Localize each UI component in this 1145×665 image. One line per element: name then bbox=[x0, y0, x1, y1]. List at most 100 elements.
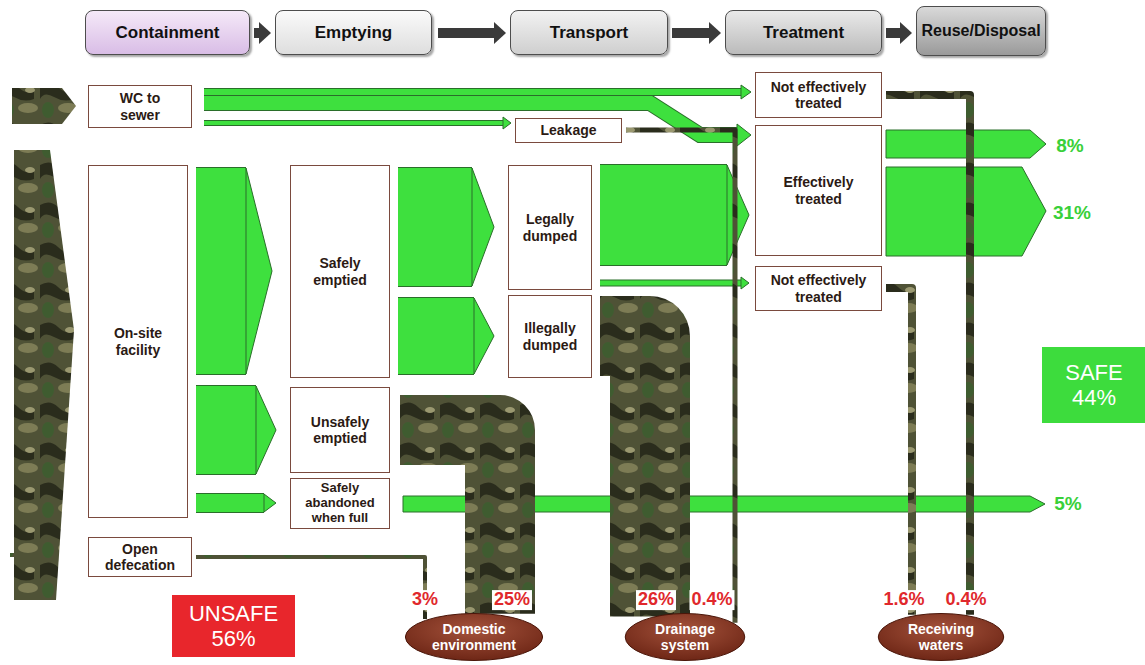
unsafe-flow bbox=[886, 95, 970, 615]
node-text: Not effectively treated bbox=[764, 272, 873, 304]
outcome-oval: Domestic environment bbox=[404, 612, 544, 662]
flow-body bbox=[886, 288, 912, 615]
unsafe-flow bbox=[400, 430, 500, 614]
flow-body bbox=[600, 165, 727, 265]
arrow-head bbox=[503, 117, 511, 129]
node-text: Reuse/Disposal bbox=[921, 22, 1040, 40]
arrow-head bbox=[741, 277, 749, 289]
process-box: Unsafely emptied bbox=[290, 387, 390, 473]
process-box: Leakage bbox=[515, 118, 622, 143]
flow-body bbox=[204, 121, 503, 125]
node-text: Effectively treated bbox=[766, 174, 871, 206]
safe-flow-arrow bbox=[398, 298, 494, 374]
percentage-label: 5% bbox=[1052, 494, 1083, 515]
flow-body bbox=[196, 386, 256, 474]
arrow-head bbox=[474, 298, 494, 374]
percentage-label: 0.4% bbox=[943, 590, 988, 610]
onsite-inflow-band bbox=[14, 150, 74, 600]
flow-body bbox=[400, 430, 500, 614]
unsafe-total-box: UNSAFE 56% bbox=[172, 595, 295, 657]
percentage-label: 0.4% bbox=[689, 590, 734, 610]
stage-arrow bbox=[886, 22, 912, 44]
unsafe-flow bbox=[600, 336, 650, 617]
arrow-head bbox=[494, 22, 506, 44]
flow-outline bbox=[196, 385, 256, 475]
arrow-body bbox=[672, 28, 709, 38]
flow-outline bbox=[600, 280, 741, 287]
outcome-oval: Receiving waters bbox=[877, 612, 1005, 662]
node-text: Treatment bbox=[763, 23, 844, 43]
safe-flow-arrow bbox=[196, 386, 276, 474]
arrow-head bbox=[727, 165, 749, 265]
flow-body bbox=[398, 298, 474, 374]
flow-body bbox=[204, 89, 741, 95]
percentage-label: 8% bbox=[1054, 136, 1085, 157]
oval-shape bbox=[878, 614, 1003, 661]
node-text: UNSAFE 56% bbox=[184, 601, 283, 652]
node-text: Illegally dumped bbox=[513, 320, 587, 352]
flow-body bbox=[886, 95, 970, 615]
node-text: Not effectively treated bbox=[764, 79, 873, 111]
node-text: Safely emptied bbox=[299, 255, 381, 287]
process-box: Legally dumped bbox=[508, 165, 592, 290]
node-text: Open defecation bbox=[93, 541, 187, 573]
process-box: Open defecation bbox=[88, 537, 192, 577]
safe-flow-arrow bbox=[204, 103, 751, 146]
arrow-head bbox=[472, 168, 494, 286]
safe-total-box: SAFE 44% bbox=[1042, 347, 1145, 423]
node-text: Containment bbox=[116, 23, 220, 43]
process-box: Safely emptied bbox=[290, 165, 390, 378]
arrow-head bbox=[256, 386, 276, 474]
percentage-label: 31% bbox=[1051, 203, 1093, 224]
flow-body bbox=[626, 130, 735, 623]
flow-outline bbox=[398, 297, 474, 375]
flow-body bbox=[600, 281, 741, 286]
arrow-body bbox=[438, 28, 494, 38]
flow-body bbox=[196, 494, 264, 512]
stage-header: Transport bbox=[510, 10, 668, 55]
flow-outline bbox=[204, 120, 503, 126]
flow-outline bbox=[600, 164, 727, 266]
stage-arrow bbox=[672, 22, 721, 44]
stage-header: Treatment bbox=[725, 10, 882, 55]
process-box: WC to sewer bbox=[88, 85, 192, 128]
flow-body bbox=[398, 168, 472, 286]
stage-arrow bbox=[254, 22, 271, 44]
node-text: Leakage bbox=[540, 122, 596, 138]
arrow-head bbox=[741, 85, 751, 99]
node-text: WC to sewer bbox=[103, 90, 177, 122]
node-text: Emptying bbox=[315, 23, 392, 43]
flow-body bbox=[196, 168, 246, 374]
node-text: Domestic environment bbox=[418, 621, 530, 653]
process-box: Not effectively treated bbox=[755, 72, 882, 118]
node-text: Receiving waters bbox=[891, 621, 991, 653]
flow-outline bbox=[204, 88, 741, 96]
node-text: On-site facility bbox=[95, 325, 181, 357]
arrow-head bbox=[246, 168, 272, 374]
percentage-label: 1.6% bbox=[881, 590, 926, 610]
unsafe-flow bbox=[626, 130, 735, 623]
percentage-label: 3% bbox=[410, 590, 440, 610]
arrow-head bbox=[259, 22, 271, 44]
percentage-label: 25% bbox=[492, 590, 532, 610]
node-text: Drainage system bbox=[638, 621, 732, 653]
arrow-body bbox=[886, 28, 900, 38]
process-box: Illegally dumped bbox=[508, 295, 592, 378]
node-text: Unsafely emptied bbox=[299, 414, 381, 446]
node-text: Legally dumped bbox=[513, 211, 587, 243]
outcome-oval: Drainage system bbox=[624, 612, 746, 662]
arrow-head bbox=[264, 494, 276, 512]
flow-outline bbox=[398, 167, 472, 287]
process-box: On-site facility bbox=[88, 165, 188, 518]
sewer-inflow-arrow bbox=[12, 88, 76, 124]
oval-shape bbox=[405, 614, 542, 661]
arrow-body bbox=[254, 28, 259, 38]
stage-header: Reuse/Disposal bbox=[916, 6, 1046, 56]
node-text: Transport bbox=[550, 23, 628, 43]
arrow-head bbox=[900, 22, 912, 44]
safe-flow-arrow bbox=[398, 168, 494, 286]
process-box: Safely abandoned when full bbox=[290, 478, 390, 529]
safe-flow-arrow bbox=[196, 494, 276, 512]
stage-header: Emptying bbox=[275, 10, 432, 55]
node-text: SAFE 44% bbox=[1052, 360, 1136, 411]
